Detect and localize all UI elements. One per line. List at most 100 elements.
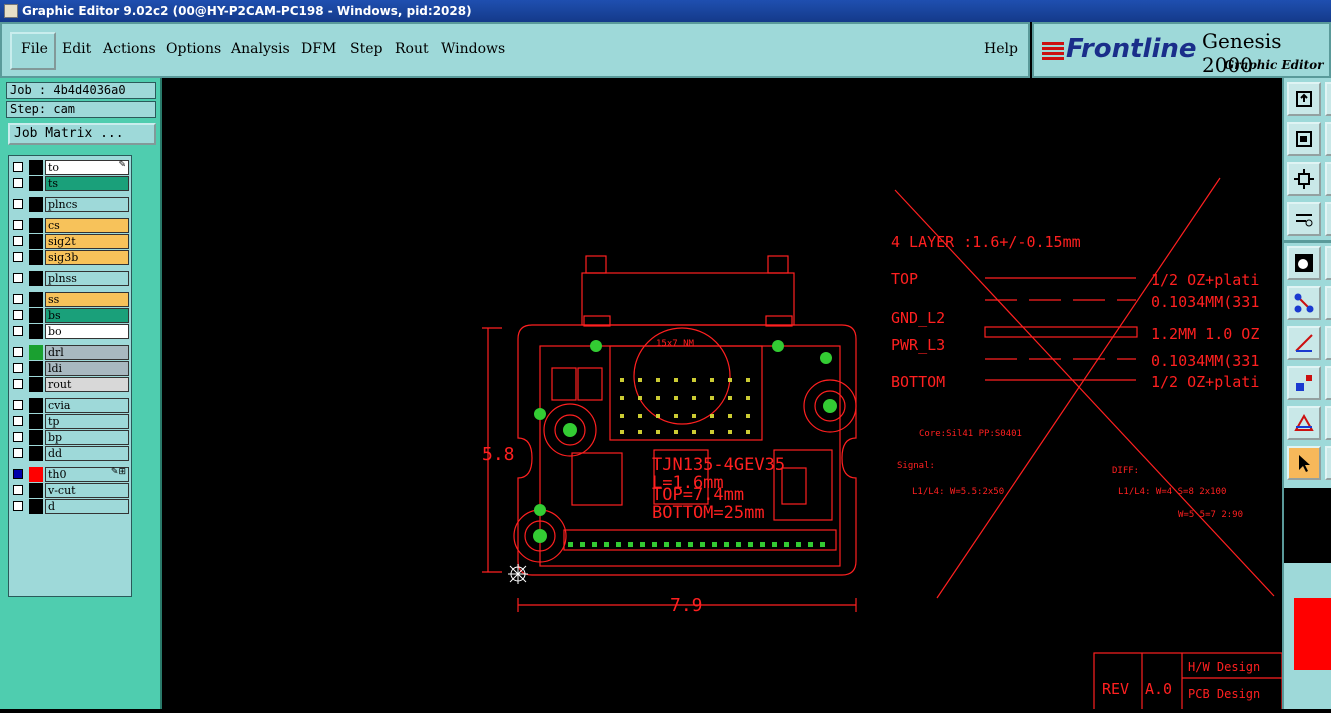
layer-checkbox[interactable] [13, 294, 23, 304]
menu-actions[interactable]: Actions [103, 41, 156, 57]
layer-color-swatch[interactable] [29, 430, 43, 445]
layer-color-swatch[interactable] [29, 197, 43, 212]
layer-color-swatch[interactable] [29, 377, 43, 392]
layer-row[interactable]: to✎ [11, 160, 129, 175]
layer-color-swatch[interactable] [29, 271, 43, 286]
layer-name[interactable]: bs [45, 308, 129, 323]
layer-color-swatch[interactable] [29, 467, 43, 482]
layer-checkbox[interactable] [13, 310, 23, 320]
layer-color-swatch[interactable] [29, 446, 43, 461]
tool-drc-extra-button[interactable] [1325, 406, 1331, 440]
layer-color-swatch[interactable] [29, 308, 43, 323]
tool-pointer-extra-button[interactable] [1325, 446, 1331, 480]
tool-pointer-button[interactable] [1287, 446, 1321, 480]
layer-checkbox[interactable] [13, 220, 23, 230]
layer-row[interactable]: v-cut [11, 483, 129, 498]
layer-checkbox[interactable] [13, 273, 23, 283]
layer-checkbox[interactable] [13, 363, 23, 373]
layer-row[interactable]: plnss [11, 271, 129, 286]
tool-net-button[interactable] [1287, 286, 1321, 320]
tool-measure-button[interactable] [1287, 326, 1321, 360]
menu-windows[interactable]: Windows [441, 41, 506, 57]
layer-row[interactable]: rout [11, 377, 129, 392]
menu-file[interactable]: File [21, 41, 48, 57]
tool-select-feature-button[interactable] [1287, 366, 1321, 400]
layer-row[interactable]: dd [11, 446, 129, 461]
tool-window-button[interactable] [1287, 122, 1321, 156]
layer-checkbox[interactable] [13, 432, 23, 442]
layer-name[interactable]: bp [45, 430, 129, 445]
layer-name[interactable]: cs [45, 218, 129, 233]
tool-settings-extra-button[interactable] [1325, 202, 1331, 236]
layer-row[interactable]: sig2t [11, 234, 129, 249]
layer-checkbox[interactable] [13, 326, 23, 336]
layer-color-swatch[interactable] [29, 361, 43, 376]
layer-color-swatch[interactable] [29, 292, 43, 307]
layer-checkbox[interactable] [13, 400, 23, 410]
menu-help[interactable]: Help [984, 41, 1018, 57]
menu-step[interactable]: Step [350, 41, 383, 57]
layer-name[interactable]: bo [45, 324, 129, 339]
layer-checkbox[interactable] [13, 501, 23, 511]
layer-name[interactable]: rout [45, 377, 129, 392]
layer-row[interactable]: ldi [11, 361, 129, 376]
layer-row[interactable]: bp [11, 430, 129, 445]
layer-row[interactable]: plncs [11, 197, 129, 212]
layer-color-swatch[interactable] [29, 398, 43, 413]
layer-color-swatch[interactable] [29, 250, 43, 265]
menu-rout[interactable]: Rout [395, 41, 429, 57]
tool-settings-button[interactable] [1287, 202, 1321, 236]
tool-open-extra-button[interactable] [1325, 82, 1331, 116]
layer-row[interactable]: ss [11, 292, 129, 307]
layer-checkbox[interactable] [13, 236, 23, 246]
layer-name[interactable]: dd [45, 446, 129, 461]
layer-name[interactable]: sig3b [45, 250, 129, 265]
layer-row[interactable]: tp [11, 414, 129, 429]
layer-name[interactable]: v-cut [45, 483, 129, 498]
layer-row[interactable]: drl [11, 345, 129, 360]
layer-name[interactable]: ts [45, 176, 129, 191]
menu-analysis[interactable]: Analysis [231, 41, 290, 57]
layer-row[interactable]: ts [11, 176, 129, 191]
layer-row[interactable]: bs [11, 308, 129, 323]
tool-measure-extra-button[interactable] [1325, 326, 1331, 360]
layer-color-swatch[interactable] [29, 324, 43, 339]
layer-checkbox[interactable] [13, 379, 23, 389]
tool-fit-extra-button[interactable] [1325, 162, 1331, 196]
layer-row[interactable]: th0✎⊞ [11, 467, 129, 482]
layer-color-swatch[interactable] [29, 218, 43, 233]
layer-color-swatch[interactable] [29, 234, 43, 249]
layer-color-swatch[interactable] [29, 345, 43, 360]
menu-edit[interactable]: Edit [62, 41, 92, 57]
tool-window-extra-button[interactable] [1325, 122, 1331, 156]
layer-checkbox[interactable] [13, 252, 23, 262]
layer-name[interactable]: plncs [45, 197, 129, 212]
tool-net-extra-button[interactable] [1325, 286, 1331, 320]
menu-dfm[interactable]: DFM [301, 41, 337, 57]
layer-checkbox[interactable] [13, 416, 23, 426]
layer-row[interactable]: d [11, 499, 129, 514]
layer-checkbox[interactable] [13, 469, 23, 479]
layer-checkbox[interactable] [13, 347, 23, 357]
graphic-canvas[interactable]: 5.8 7.9 15x7 NM TJN135-4GEV35 L=1.6mm TO… [162, 78, 1283, 713]
tool-pad-button[interactable] [1287, 246, 1321, 280]
layer-name[interactable]: sig2t [45, 234, 129, 249]
layer-checkbox[interactable] [13, 162, 23, 172]
layer-color-swatch[interactable] [29, 176, 43, 191]
layer-name[interactable]: th0 [45, 467, 129, 482]
layer-name[interactable]: to [45, 160, 129, 175]
layer-name[interactable]: cvia [45, 398, 129, 413]
layer-color-swatch[interactable] [29, 483, 43, 498]
tool-select-feature-extra-button[interactable] [1325, 366, 1331, 400]
layer-row[interactable]: sig3b [11, 250, 129, 265]
tool-fit-button[interactable] [1287, 162, 1321, 196]
layer-name[interactable]: tp [45, 414, 129, 429]
tool-open-button[interactable] [1287, 82, 1321, 116]
tool-drc-button[interactable] [1287, 406, 1321, 440]
layer-row[interactable]: cs [11, 218, 129, 233]
layer-row[interactable]: bo [11, 324, 129, 339]
layer-row[interactable]: cvia [11, 398, 129, 413]
layer-checkbox[interactable] [13, 178, 23, 188]
menu-options[interactable]: Options [166, 41, 222, 57]
layer-name[interactable]: d [45, 499, 129, 514]
